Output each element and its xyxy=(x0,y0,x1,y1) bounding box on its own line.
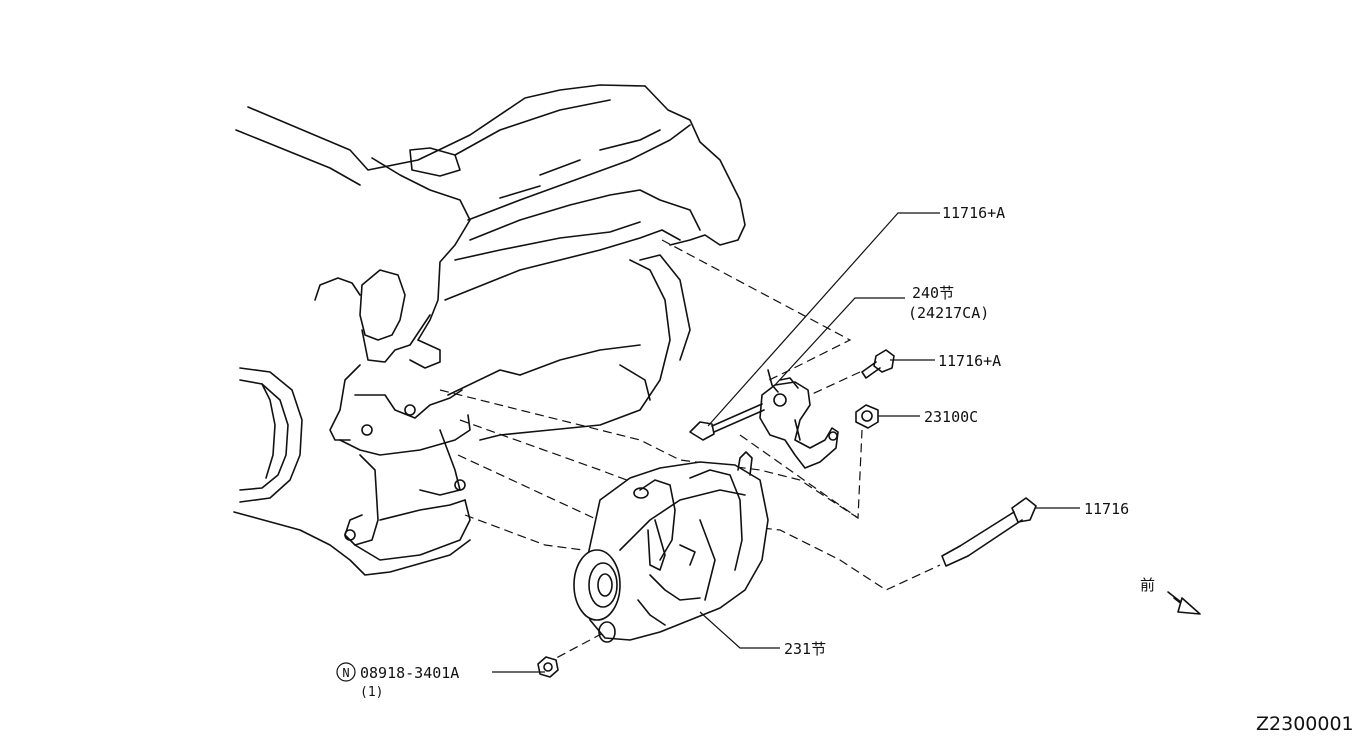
label-bolt-upper: 11716+A xyxy=(942,204,1005,222)
bolt-side xyxy=(861,349,895,379)
front-arrow-icon xyxy=(1167,591,1201,615)
front-indicator-label: 前 xyxy=(1140,576,1155,594)
long-bolt xyxy=(941,497,1037,567)
label-nut-qty: (1) xyxy=(360,685,383,700)
nut-23100c xyxy=(855,404,879,429)
bolt-upper xyxy=(689,403,765,441)
label-bolt-side: 11716+A xyxy=(938,352,1001,370)
nut-08918 xyxy=(537,656,559,678)
n-marker-icon xyxy=(336,662,356,682)
label-long-bolt: 11716 xyxy=(1084,500,1129,518)
label-nut-part: 08918-3401A xyxy=(360,664,459,682)
label-alternator: 231节 xyxy=(784,640,826,658)
label-nut: 23100C xyxy=(924,408,978,426)
bracket-illustration xyxy=(759,369,839,469)
alternator-illustration xyxy=(573,451,769,643)
label-bracket-part: (24217CA) xyxy=(908,304,989,322)
leader-lines xyxy=(492,212,1080,673)
n-marker-letter: N xyxy=(342,666,349,680)
diagram-id: Z2300001 xyxy=(1256,713,1354,735)
label-bracket-ref: 240节 xyxy=(912,284,954,302)
